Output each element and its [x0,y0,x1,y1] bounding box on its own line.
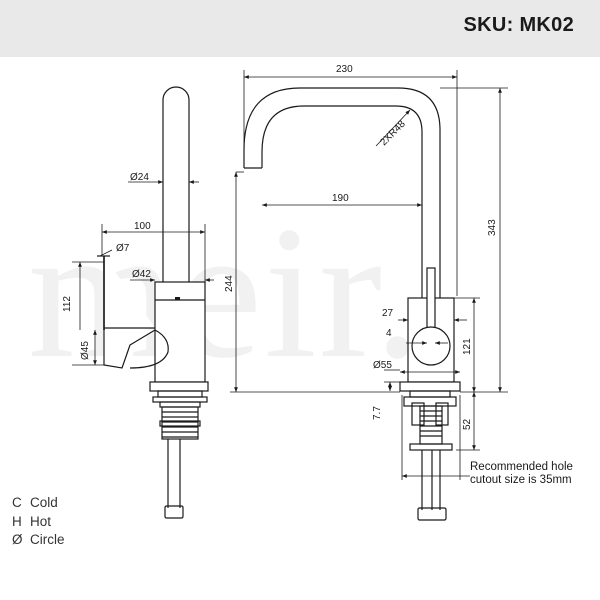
front-spout-outer [243,87,441,298]
hole-cutout-note-line1: Recommended hole [470,461,573,473]
legend-symbol: C [12,495,22,510]
front-lever [426,267,436,331]
dim-d42: Ø42 [132,269,151,280]
sku-label: SKU: MK02 [463,14,574,36]
dim-h244: 244 [224,275,235,292]
dim-d55: Ø55 [373,360,392,371]
hole-cutout-note-line2: cutout size is 35mm [470,474,572,486]
front-base-plate [399,381,461,392]
front-lever-hub [411,326,451,366]
dim-w27: 27 [382,308,394,319]
legend-label: Circle [30,532,65,547]
legend-symbol: Ø [12,532,23,547]
legend-item: Ø Circle [12,531,65,550]
dim-radius: 2XR48 [378,118,408,148]
dim-h121: 121 [462,338,473,355]
front-view [230,70,508,521]
dim-h52: 52 [462,418,473,430]
side-threaded-shank [152,390,208,440]
dim-w190: 190 [332,193,349,204]
front-spout-inner [261,105,423,298]
dim-d7: Ø7 [116,243,130,254]
side-base-plate [149,381,209,392]
legend-item: H Hot [12,513,65,532]
legend-item: C Cold [12,494,65,513]
legend-symbol: H [12,513,22,529]
side-view [72,86,214,519]
dim-w230: 230 [336,64,353,75]
legend-label: Hot [30,513,52,529]
dim-h112: 112 [62,296,73,312]
dim-h7-7: 7.7 [372,406,383,420]
front-hoses [417,450,447,521]
legend: C Cold H Hot Ø Circle [12,494,65,550]
dim-w4: 4 [386,328,392,339]
dim-h343: 343 [487,219,498,236]
side-spout-outline [162,86,190,300]
dim-d45: Ø45 [80,341,91,360]
legend-label: Cold [30,495,58,510]
front-threaded-shank [403,390,457,451]
dim-w100: 100 [134,221,151,232]
side-hoses [164,439,184,519]
dim-d24: Ø24 [130,172,149,183]
header-bar: SKU: MK02 [0,0,600,57]
